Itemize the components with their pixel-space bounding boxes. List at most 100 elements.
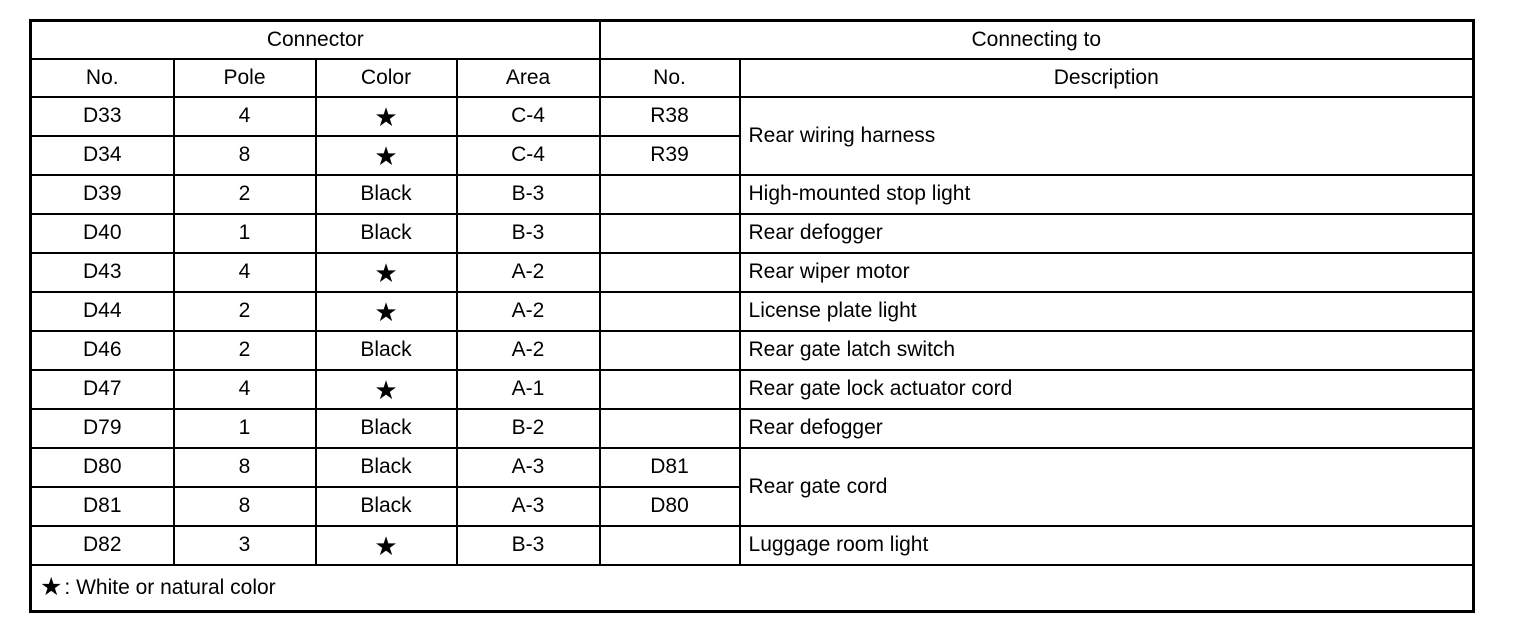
group-header-connector: Connector	[29, 19, 601, 60]
cell-color: Black	[314, 213, 458, 254]
cell-connecting-no	[598, 252, 741, 293]
cell-connector-no: D39	[29, 174, 175, 215]
cell-description: Rear gate cord	[738, 447, 1475, 527]
cell-color: Black	[314, 174, 458, 215]
cell-connecting-no: D81	[598, 447, 741, 488]
cell-connector-no: D47	[29, 369, 175, 410]
star-icon: ★	[374, 296, 398, 327]
cell-pole: 4	[172, 96, 317, 137]
table-footer: ★: White or natural color	[29, 564, 1475, 613]
cell-connecting-no	[598, 525, 741, 566]
cell-area: B-3	[455, 525, 601, 566]
cell-area: A-3	[455, 447, 601, 488]
cell-color: Black	[314, 447, 458, 488]
legend-text: : White or natural color	[64, 575, 276, 599]
cell-area: A-2	[455, 330, 601, 371]
cell-description: Luggage room light	[738, 525, 1475, 566]
star-icon: ★	[374, 140, 398, 171]
cell-description: Rear wiper motor	[738, 252, 1475, 293]
cell-color: ★	[314, 252, 458, 293]
cell-description: Rear defogger	[738, 408, 1475, 449]
connector-reference-table: Connector Connecting to No. Pole Color A…	[29, 19, 1476, 613]
column-header-connecting-no: No.	[598, 58, 741, 98]
cell-connecting-no	[598, 408, 741, 449]
cell-color: Black	[314, 330, 458, 371]
table-header: Connector Connecting to No. Pole Color A…	[29, 19, 1475, 98]
star-icon: ★	[374, 257, 398, 288]
star-icon: ★	[374, 374, 398, 405]
cell-connecting-no	[598, 330, 741, 371]
cell-pole: 1	[172, 213, 317, 254]
cell-pole: 3	[172, 525, 317, 566]
cell-pole: 4	[172, 252, 317, 293]
column-header-color: Color	[314, 58, 458, 98]
group-header-row: Connector Connecting to	[29, 19, 1475, 60]
cell-description: Rear gate lock actuator cord	[738, 369, 1475, 410]
cell-connecting-no	[598, 213, 741, 254]
cell-description: Rear wiring harness	[738, 96, 1475, 176]
cell-connecting-no: R39	[598, 135, 741, 176]
cell-area: A-2	[455, 252, 601, 293]
cell-connecting-no	[598, 174, 741, 215]
cell-pole: 8	[172, 486, 317, 527]
cell-description: License plate light	[738, 291, 1475, 332]
cell-color: Black	[314, 408, 458, 449]
column-header-pole: Pole	[172, 58, 317, 98]
cell-pole: 8	[172, 447, 317, 488]
legend-cell: ★: White or natural color	[29, 564, 1475, 613]
cell-connecting-no	[598, 291, 741, 332]
cell-connector-no: D43	[29, 252, 175, 293]
column-header-row: No. Pole Color Area No. Description	[29, 58, 1475, 98]
star-icon: ★	[374, 530, 398, 561]
cell-color: ★	[314, 96, 458, 137]
cell-connector-no: D82	[29, 525, 175, 566]
column-header-area: Area	[455, 58, 601, 98]
cell-description: Rear defogger	[738, 213, 1475, 254]
cell-pole: 2	[172, 291, 317, 332]
cell-connector-no: D81	[29, 486, 175, 527]
cell-area: B-2	[455, 408, 601, 449]
cell-connector-no: D34	[29, 135, 175, 176]
cell-connecting-no: D80	[598, 486, 741, 527]
cell-pole: 8	[172, 135, 317, 176]
column-header-connector-no: No.	[29, 58, 175, 98]
cell-color: Black	[314, 486, 458, 527]
cell-connecting-no	[598, 369, 741, 410]
cell-connector-no: D44	[29, 291, 175, 332]
cell-color: ★	[314, 135, 458, 176]
group-header-connecting-to: Connecting to	[598, 19, 1475, 60]
cell-description: Rear gate latch switch	[738, 330, 1475, 371]
cell-area: C-4	[455, 96, 601, 137]
cell-color: ★	[314, 525, 458, 566]
cell-connector-no: D79	[29, 408, 175, 449]
cell-pole: 2	[172, 330, 317, 371]
legend-row: ★: White or natural color	[29, 564, 1475, 613]
cell-pole: 1	[172, 408, 317, 449]
cell-area: A-1	[455, 369, 601, 410]
cell-pole: 2	[172, 174, 317, 215]
cell-area: B-3	[455, 174, 601, 215]
cell-connector-no: D46	[29, 330, 175, 371]
cell-connecting-no: R38	[598, 96, 741, 137]
cell-connector-no: D80	[29, 447, 175, 488]
cell-color: ★	[314, 369, 458, 410]
cell-description: High-mounted stop light	[738, 174, 1475, 215]
cell-pole: 4	[172, 369, 317, 410]
star-icon: ★	[40, 572, 63, 601]
cell-connector-no: D40	[29, 213, 175, 254]
cell-area: C-4	[455, 135, 601, 176]
cell-area: A-3	[455, 486, 601, 527]
